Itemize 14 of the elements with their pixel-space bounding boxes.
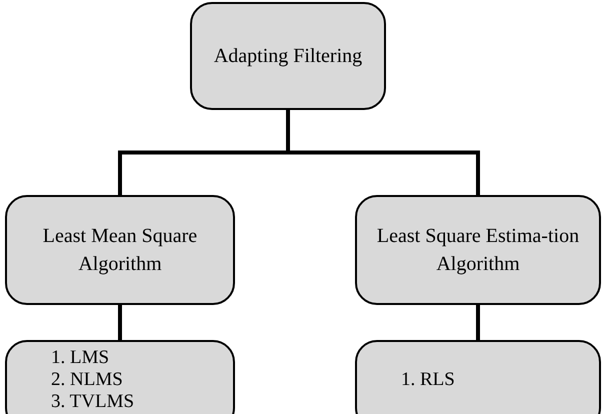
list-item: 1. LMS bbox=[50, 347, 110, 369]
connector-line bbox=[476, 305, 480, 340]
list-item: 3. TVLMS bbox=[50, 391, 134, 413]
rounded-box bbox=[190, 2, 386, 110]
rounded-box bbox=[355, 195, 601, 305]
box-label: Adapting Filtering bbox=[214, 44, 362, 69]
box-label: Least Mean Square Algorithm bbox=[42, 224, 198, 277]
rounded-box bbox=[5, 195, 235, 305]
connector-line bbox=[118, 305, 122, 340]
list-item: 1. RLS bbox=[400, 369, 455, 391]
box-label: Least Square Estima-tion Algorithm bbox=[376, 224, 580, 277]
rounded-box bbox=[5, 340, 235, 414]
list-item: 2. NLMS bbox=[50, 369, 123, 391]
rounded-box bbox=[355, 340, 601, 414]
